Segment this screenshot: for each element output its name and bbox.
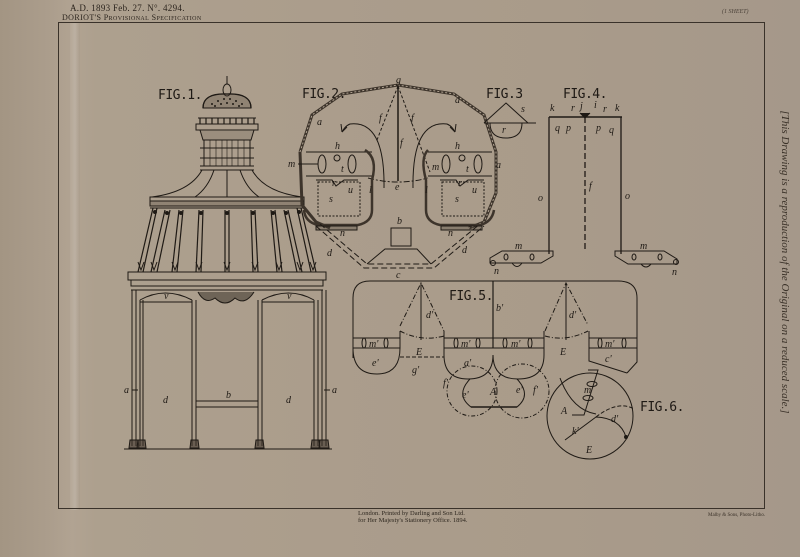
ref-f1-left: f' bbox=[443, 378, 449, 389]
fig4-label: FIG.4. bbox=[563, 87, 607, 102]
ref-r-right: r bbox=[603, 104, 607, 115]
fig5-label: FIG.5. bbox=[449, 289, 493, 304]
ref-q-left: q bbox=[555, 123, 560, 134]
ref-d-left: d bbox=[327, 248, 333, 259]
ref-s: s bbox=[521, 104, 525, 115]
ref-c: c bbox=[396, 270, 401, 281]
ref-m-left: m bbox=[515, 241, 522, 252]
ref-e1-mid: e' bbox=[462, 390, 469, 401]
ref-b: b bbox=[226, 390, 231, 401]
ref-v-right: v bbox=[287, 291, 292, 302]
ref-i: i bbox=[594, 100, 597, 111]
ref-a-right: a bbox=[496, 160, 501, 171]
ref-b1: b' bbox=[496, 303, 504, 314]
ref-a-top-left: a bbox=[317, 117, 322, 128]
ref-c1: c' bbox=[605, 354, 612, 365]
ref-m1-1: m' bbox=[369, 339, 379, 350]
ref-h-left: h bbox=[335, 141, 340, 152]
ref-k-right: k bbox=[615, 103, 620, 114]
photolitho-credit: Malby & Sons, Photo-Litho. bbox=[708, 513, 766, 518]
ref-s-right: s bbox=[455, 194, 459, 205]
ref-m-right: m bbox=[640, 241, 647, 252]
figure-5-plan: FIG.5. b' d' d' m' m' m' m' bbox=[352, 280, 638, 419]
ref-r-left: r bbox=[332, 178, 336, 189]
ref-A: A bbox=[489, 387, 497, 398]
ref-m1: m' bbox=[584, 385, 594, 396]
ref-n-right: n bbox=[448, 228, 453, 239]
ref-r-right: r bbox=[458, 178, 462, 189]
ref-n-left: n bbox=[494, 266, 499, 277]
ref-l-right: l bbox=[425, 185, 428, 196]
ref-t-left: t bbox=[341, 164, 344, 175]
printer-line-1: London. Printed by Darling and Son Ltd. bbox=[358, 510, 465, 517]
ref-A: A bbox=[560, 406, 568, 417]
fig1-label: FIG.1. bbox=[158, 88, 202, 103]
fig6-label: FIG.6. bbox=[640, 400, 684, 415]
printer-imprint: London. Printed by Darling and Son Ltd. … bbox=[358, 510, 468, 524]
ref-d-left: d bbox=[163, 395, 169, 406]
ref-u-left: u bbox=[348, 185, 353, 196]
ref-e1-right: e' bbox=[516, 385, 523, 396]
patent-reference: A.D. 1893 Feb. 27. N°. 4294. bbox=[70, 3, 185, 13]
ref-k-left: k bbox=[550, 103, 555, 114]
ref-f-right: f bbox=[411, 113, 415, 124]
ref-d-right: d bbox=[286, 395, 292, 406]
ref-d1-right: d' bbox=[569, 310, 577, 321]
ref-d-right: d bbox=[462, 245, 468, 256]
ref-u-right: u bbox=[472, 185, 477, 196]
specification-title: DORIOT'S Provisional Specification bbox=[62, 13, 202, 22]
ref-j: j bbox=[578, 101, 583, 112]
ref-f-left: f bbox=[379, 113, 383, 124]
ref-r: r bbox=[502, 125, 506, 136]
ref-k1: k' bbox=[572, 426, 579, 437]
paper-fold bbox=[70, 22, 80, 510]
ref-n-left: n bbox=[340, 228, 345, 239]
ref-d1: d' bbox=[611, 414, 619, 425]
ref-o-right: o bbox=[625, 191, 630, 202]
ref-E-left: E bbox=[415, 347, 422, 358]
ref-e: e bbox=[395, 182, 400, 193]
figure-2-section: FIG.2. g a a a f f f e h m t r bbox=[288, 75, 501, 281]
ref-t-right: t bbox=[466, 164, 469, 175]
ref-f-center: f bbox=[400, 138, 404, 149]
ref-f: f bbox=[589, 181, 593, 192]
ref-a-right: a bbox=[332, 385, 337, 396]
ref-d1-left: d' bbox=[426, 310, 434, 321]
ref-a1: a' bbox=[464, 358, 472, 369]
figure-6-detail: FIG.6. m' A k' d' E bbox=[546, 369, 684, 460]
ref-f1-right: f' bbox=[533, 385, 539, 396]
ref-n-right: n bbox=[672, 267, 677, 278]
ref-m1-2: m' bbox=[461, 339, 471, 350]
ref-b: b bbox=[397, 216, 402, 227]
ref-m1-3: m' bbox=[511, 339, 521, 350]
figure-3-seat: FIG.3 s r bbox=[483, 87, 536, 139]
ref-E: E bbox=[585, 445, 592, 456]
ref-l-left: l bbox=[369, 185, 372, 196]
reproduction-note: [This Drawing is a reproduction of the O… bbox=[779, 110, 791, 414]
ref-o-left: o bbox=[538, 193, 543, 204]
ref-v-left: v bbox=[164, 291, 169, 302]
figure-1-kiosk: FIG.1. bbox=[124, 76, 337, 450]
ref-a-left: a bbox=[124, 385, 129, 396]
fig3-label: FIG.3 bbox=[486, 87, 523, 102]
ref-a-top-right: a bbox=[455, 95, 460, 106]
ref-p-right: p bbox=[595, 123, 601, 134]
ref-E-right: E bbox=[559, 347, 566, 358]
ref-h-right: h bbox=[455, 141, 460, 152]
figure-4-frame: FIG.4. k r j i r k q p p q o o f m n m n bbox=[489, 87, 679, 278]
ref-g1: g' bbox=[412, 365, 420, 376]
ref-m-left: m bbox=[288, 159, 295, 170]
printer-line-2: for Her Majesty's Stationery Office. 189… bbox=[358, 517, 468, 524]
ref-m-right: m bbox=[432, 162, 439, 173]
ref-g: g bbox=[396, 75, 401, 86]
ref-e1-left: e' bbox=[372, 358, 379, 369]
ref-q-right: q bbox=[609, 125, 614, 136]
ref-r-left: r bbox=[571, 103, 575, 114]
ref-p-left: p bbox=[565, 123, 571, 134]
drawing-frame bbox=[58, 22, 765, 509]
ref-m1-4: m' bbox=[605, 339, 615, 350]
ref-s-left: s bbox=[329, 194, 333, 205]
sheet-count: (1 SHEET) bbox=[722, 9, 749, 15]
